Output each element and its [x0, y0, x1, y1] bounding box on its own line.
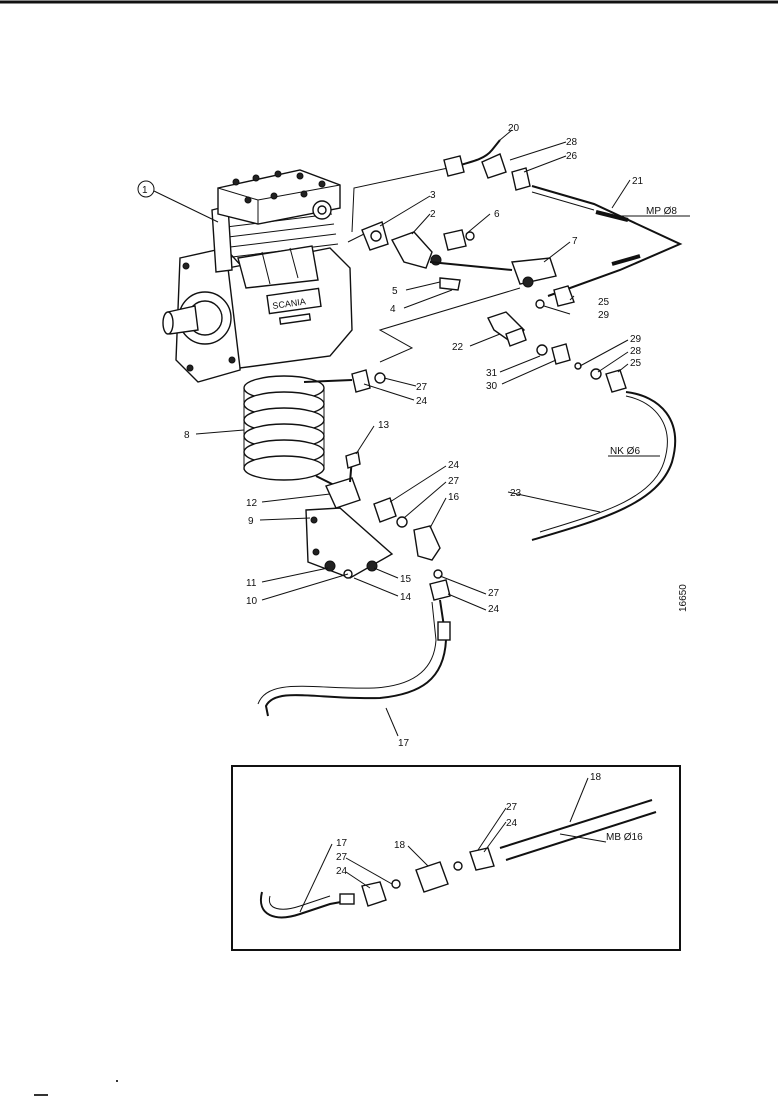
callout-22: 22	[452, 342, 464, 353]
callout-23: 23	[510, 488, 522, 499]
callout-7: 7	[572, 236, 578, 247]
callout-12: 12	[246, 498, 258, 509]
callout-leaders	[195, 129, 631, 737]
inset-callout-24a: 24	[336, 866, 348, 877]
callout-1: 1	[142, 185, 148, 196]
inset-callout-27b: 27	[506, 802, 518, 813]
inset-callout-18b: 18	[590, 772, 602, 783]
callout-25b: 25	[598, 297, 610, 308]
callout-9: 9	[248, 516, 254, 527]
inset-detail: 18 MB Ø16 27 24 18 17 27 24	[231, 765, 681, 951]
inset-callout-17: 17	[336, 838, 348, 849]
callout-28a: 28	[566, 137, 578, 148]
callout-24c: 24	[488, 604, 500, 615]
callout-10: 10	[246, 596, 258, 607]
callout-27c: 27	[488, 588, 500, 599]
inset-callout-18a: 18	[394, 840, 406, 851]
callout-29a: 29	[598, 310, 610, 321]
callout-8: 8	[184, 430, 190, 441]
callout-17: 17	[398, 738, 410, 749]
pipe-label-mp: MP Ø8	[646, 206, 677, 217]
callout-28b: 28	[630, 346, 642, 357]
callout-16: 16	[448, 492, 460, 503]
callout-27b: 27	[448, 476, 460, 487]
inset-pipe-label-mb: MB Ø16	[606, 832, 643, 843]
callout-29b: 29	[630, 334, 642, 345]
air-compressor: SCANIA 1	[137, 169, 353, 383]
callout-2: 2	[430, 209, 436, 220]
callout-25a: 25	[630, 358, 642, 369]
callout-15: 15	[400, 574, 412, 585]
compressor-brand-text: SCANIA	[272, 296, 307, 311]
callout-4: 4	[390, 304, 396, 315]
inset-frame	[231, 765, 681, 951]
callout-30: 30	[486, 381, 498, 392]
callout-20: 20	[508, 123, 520, 134]
scan-marks	[34, 1080, 118, 1096]
pipe-label-nk: NK Ø6	[610, 446, 640, 457]
callout-11: 11	[246, 578, 257, 589]
callout-21: 21	[632, 176, 644, 187]
callout-13: 13	[378, 420, 390, 431]
callout-5: 5	[392, 286, 398, 297]
callout-31: 31	[486, 368, 498, 379]
callout-labels: 20 28 26 21 3 2 6 7 5 4 25 29 22 31 30 2…	[184, 123, 644, 749]
inset-callout-24b: 24	[506, 818, 518, 829]
callout-24a: 24	[416, 396, 428, 407]
callout-26: 26	[566, 151, 578, 162]
callout-14: 14	[400, 592, 412, 603]
callout-24b: 24	[448, 460, 460, 471]
drawing-number: 16650	[678, 584, 689, 612]
callout-6: 6	[494, 209, 500, 220]
upper-pipe-assembly	[347, 139, 683, 541]
pipe-spec-labels: MP Ø8 NK Ø6	[608, 206, 690, 457]
callout-27a: 27	[416, 382, 428, 393]
callout-3: 3	[430, 190, 436, 201]
cooling-coil	[243, 369, 386, 489]
inset-callout-27a: 27	[336, 852, 348, 863]
valve-block	[257, 451, 451, 717]
